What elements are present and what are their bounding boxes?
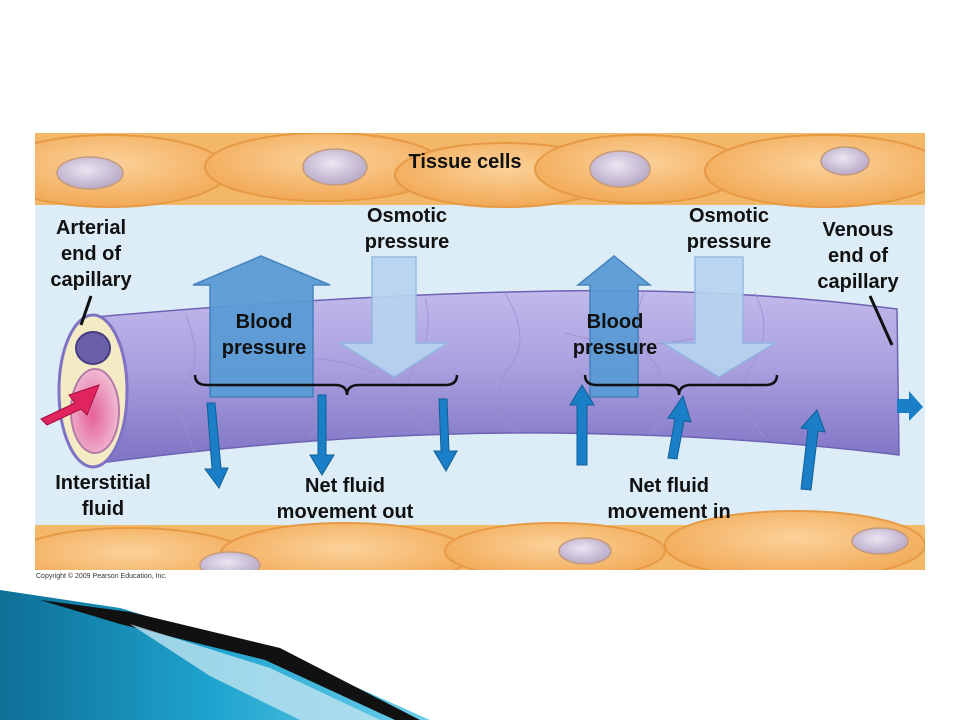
slide-decoration [0,590,430,720]
brace-net-in [583,374,779,396]
venous-end-label: Venous end of capillary [817,219,899,293]
nucleus [558,537,612,565]
blood-pressure-label-arterial: Blood pressure [221,311,307,359]
net-fluid-out-label: Net fluid movement out [276,475,414,523]
tissue-cells-top [35,133,925,208]
brace-net-out [193,374,459,396]
osmotic-pressure-label-arterial: Osmotic pressure [364,205,450,253]
osmotic-pressure-label-venous: Osmotic pressure [686,205,772,253]
copyright-notice: Copyright © 2009 Pearson Education, Inc. [36,573,167,580]
arterial-pointer-line [79,295,93,326]
net-fluid-in-label: Net fluid movement in [607,475,731,523]
gray-swoosh [130,624,380,720]
fluid-in-arrow-1 [569,384,595,466]
fluid-in-arrows [569,384,826,491]
capillary-exchange-diagram: Tissue cells Arterial end of capillary V… [35,133,925,570]
black-swoosh [40,600,420,720]
blood-pressure-label-venous: Blood pressure [572,311,658,359]
nucleus [302,148,368,186]
diagram-canvas [35,133,925,570]
fluid-out-arrow-1 [204,402,229,489]
interstitial-fluid-label: Interstitial fluid [55,472,151,520]
fluid-in-arrow-2 [667,394,692,460]
nucleus [851,527,909,555]
blood-pressure-arrow-venous [575,255,653,398]
arterial-end-label: Arterial end of capillary [50,217,132,291]
fluid-out-arrow-3 [433,398,458,473]
nucleus [589,150,651,188]
osmotic-pressure-arrow-arterial [337,256,451,378]
fluid-out-arrow-2 [309,394,335,476]
nucleus [56,156,124,190]
tissue-cells-bottom [35,510,925,570]
fluid-in-arrow-3 [800,409,826,491]
fluid-out-arrows [204,394,458,489]
osmotic-pressure-arrow-venous [660,256,778,378]
endothelial-nucleus [75,331,111,365]
blood-pressure-arrow-arterial [192,255,331,398]
blood-flow-in-arrow [40,384,100,426]
tissue-cells-label: Tissue cells [408,151,522,173]
nucleus [820,146,870,176]
venous-pointer-line [868,295,894,346]
nucleus [199,551,261,570]
blood-flow-out-arrow [897,391,923,421]
